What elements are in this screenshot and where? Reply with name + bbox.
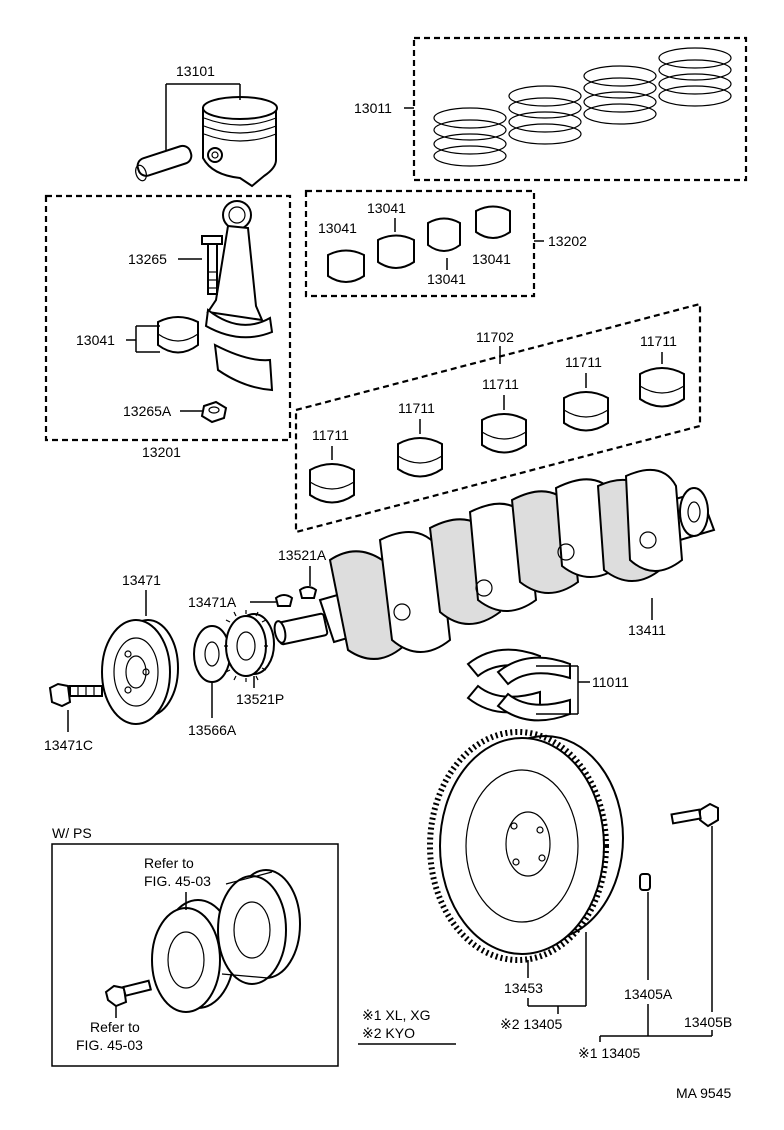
crank-pulley-13471 bbox=[101, 619, 179, 725]
flywheel-bolt-13405b bbox=[670, 802, 719, 828]
label-13405a: 13405A bbox=[624, 986, 673, 1002]
label-11711-4: 11711 bbox=[565, 354, 602, 370]
label-13201: 13201 bbox=[142, 444, 181, 460]
pulley-bolt-13471c bbox=[48, 682, 103, 708]
group-box-13201 bbox=[44, 194, 292, 442]
label-13405-xl-xg: ※1 13405 bbox=[578, 1045, 641, 1061]
label-13265: 13265 bbox=[128, 251, 167, 267]
washer-13566a bbox=[193, 625, 231, 683]
label-13521p: 13521P bbox=[236, 691, 284, 707]
label-13041-3: 13041 bbox=[427, 271, 466, 287]
ps-pulley bbox=[151, 869, 301, 1013]
wps-box bbox=[51, 843, 339, 1067]
refer-top-line2: FIG. 45-03 bbox=[144, 873, 211, 889]
label-11711-3: 11711 bbox=[482, 376, 519, 392]
rod-bearing-13041 bbox=[157, 316, 199, 354]
label-13566a: 13566A bbox=[188, 722, 237, 738]
flywheel bbox=[427, 729, 624, 963]
label-13041-1: 13041 bbox=[318, 220, 357, 236]
label-13101: 13101 bbox=[176, 63, 215, 79]
label-13471c: 13471C bbox=[44, 737, 93, 753]
label-13265a: 13265A bbox=[123, 403, 172, 419]
leader-13041-rod bbox=[126, 325, 160, 353]
leader-11011 bbox=[536, 665, 590, 715]
label-11711-2: 11711 bbox=[398, 400, 435, 416]
refer-bottom-line1: Refer to bbox=[90, 1019, 140, 1035]
leader-13405-tree bbox=[527, 932, 713, 1042]
label-11011: 11011 bbox=[592, 674, 629, 690]
key-13471a bbox=[274, 594, 294, 607]
rod-nut-13265a bbox=[200, 400, 228, 424]
piston-assembly bbox=[135, 96, 278, 188]
refer-top-line1: Refer to bbox=[144, 855, 194, 871]
key-13521a bbox=[298, 586, 318, 599]
group-box-13202 bbox=[304, 189, 536, 298]
thrust-washers bbox=[466, 648, 571, 722]
label-13521a: 13521A bbox=[278, 547, 327, 563]
main-bearing-set bbox=[309, 367, 685, 504]
wps-inset: W/ PS Refer to FIG. 45-03 Refer to FIG. … bbox=[51, 825, 339, 1067]
label-13011: 13011 bbox=[354, 100, 392, 116]
leader-13101 bbox=[165, 83, 241, 150]
legend-note-1: ※1 XL, XG bbox=[362, 1007, 431, 1023]
label-13471: 13471 bbox=[122, 572, 161, 588]
label-13453: 13453 bbox=[504, 980, 543, 996]
label-13041-2: 13041 bbox=[367, 200, 406, 216]
crankshaft bbox=[273, 468, 716, 660]
refer-bottom-line2: FIG. 45-03 bbox=[76, 1037, 143, 1053]
label-13405-kyo: ※2 13405 bbox=[500, 1016, 563, 1032]
ps-bolt bbox=[104, 979, 153, 1008]
label-13041-rod: 13041 bbox=[76, 332, 115, 348]
rod-bearing-set bbox=[327, 205, 511, 283]
piston-ring-sets bbox=[433, 47, 732, 167]
label-11711-5: 11711 bbox=[640, 333, 677, 349]
dowel-pin-13405a bbox=[639, 873, 651, 891]
legend-note-2: ※2 KYO bbox=[362, 1025, 415, 1041]
label-13471a: 13471A bbox=[188, 594, 237, 610]
connecting-rod bbox=[201, 200, 274, 392]
figure-code: MA 9545 bbox=[676, 1085, 731, 1101]
group-box-13011 bbox=[412, 36, 748, 182]
label-13202: 13202 bbox=[548, 233, 587, 249]
label-11702: 11702 bbox=[476, 329, 514, 345]
crank-sprocket-13521p bbox=[224, 610, 275, 682]
wps-title: W/ PS bbox=[52, 825, 92, 841]
label-13405b: 13405B bbox=[684, 1014, 732, 1030]
label-11711-1: 11711 bbox=[312, 427, 349, 443]
label-13041-4: 13041 bbox=[472, 251, 511, 267]
label-13411: 13411 bbox=[628, 622, 666, 638]
